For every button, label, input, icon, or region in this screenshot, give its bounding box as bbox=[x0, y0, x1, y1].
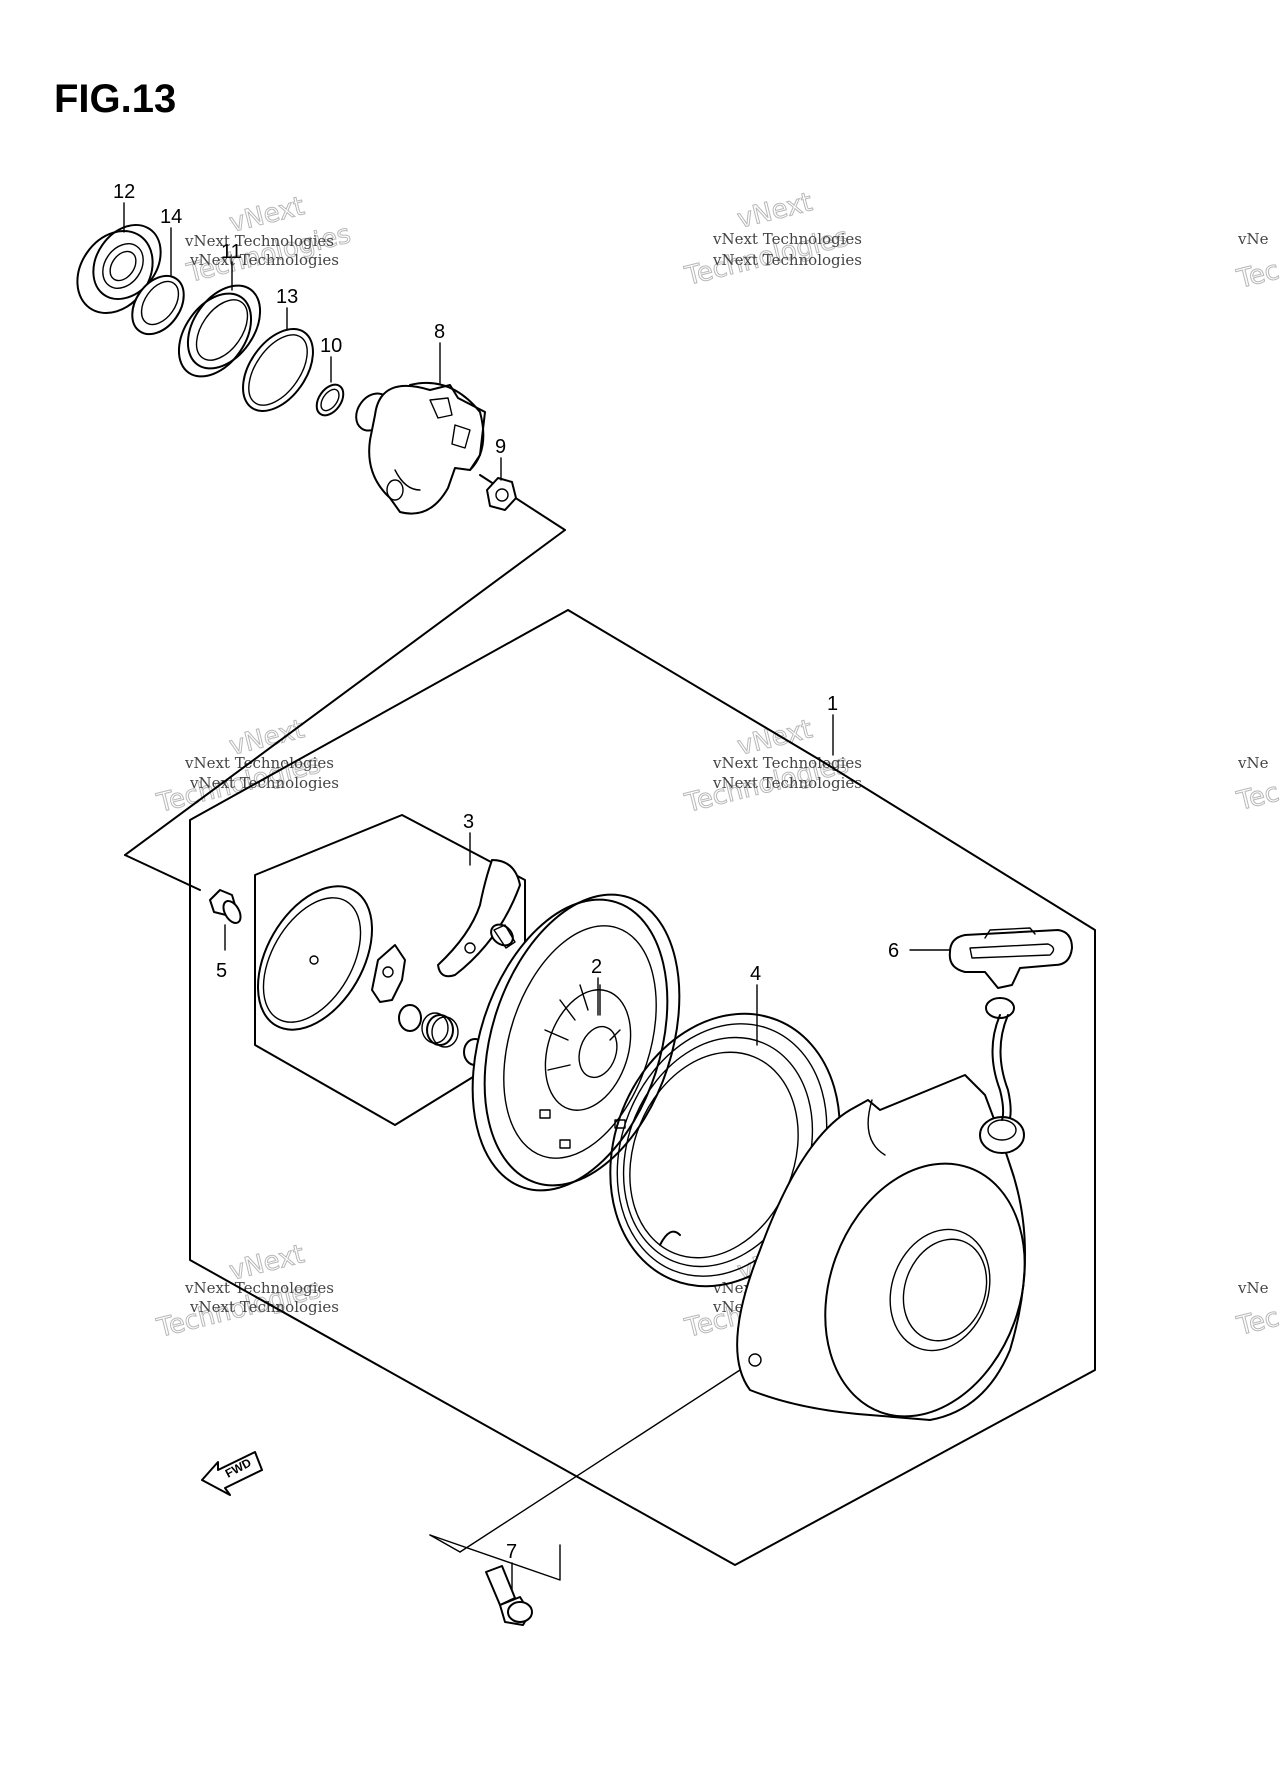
watermark: Technologies vNext vNext Technologies vN… bbox=[183, 191, 354, 290]
watermark: Technologies vNext vNext Technologies vN… bbox=[681, 714, 862, 820]
part-10-ring bbox=[315, 383, 345, 417]
watermark: Technologies vNext vNext Technologies vN… bbox=[681, 187, 862, 293]
part-1-housing bbox=[736, 1074, 1026, 1421]
part-14-washer bbox=[131, 274, 185, 336]
svg-text:vNext Technologies: vNext Technologies bbox=[712, 251, 862, 269]
part-3-pawl bbox=[437, 859, 521, 978]
callout-8: 8 bbox=[434, 321, 445, 343]
callout-2: 2 bbox=[591, 956, 602, 978]
part-11-seal bbox=[177, 284, 262, 378]
part-3-ratchet bbox=[371, 944, 406, 1003]
callout-9: 9 bbox=[495, 436, 506, 458]
part-5-bolt bbox=[209, 889, 242, 924]
svg-text:vNext Technologies: vNext Technologies bbox=[189, 251, 339, 269]
callout-14: 14 bbox=[160, 206, 182, 228]
part-3-spring-parts bbox=[398, 1004, 487, 1066]
callout-4: 4 bbox=[750, 963, 761, 985]
watermark: vNe Tec bbox=[1233, 1279, 1280, 1343]
svg-text:vNext Technologies: vNext Technologies bbox=[712, 230, 862, 248]
part-13-o-ring bbox=[242, 328, 314, 412]
svg-text:vNext Technologies: vNext Technologies bbox=[712, 774, 862, 792]
callout-3: 3 bbox=[463, 811, 474, 833]
watermark: vNe Tec bbox=[1233, 230, 1280, 296]
svg-text:Tec: Tec bbox=[1233, 1303, 1280, 1342]
callout-6: 6 bbox=[888, 940, 899, 962]
svg-text:vNext Technologies: vNext Technologies bbox=[184, 754, 334, 772]
part-3-pin bbox=[490, 923, 516, 949]
svg-text:vNext Technologies: vNext Technologies bbox=[712, 754, 862, 772]
svg-text:vNe: vNe bbox=[1237, 1279, 1269, 1297]
svg-text:vNe: vNe bbox=[1237, 754, 1269, 772]
callout-11: 11 bbox=[221, 241, 242, 263]
callout-12: 12 bbox=[113, 181, 135, 203]
leader-lines bbox=[123, 202, 951, 1591]
callout-10: 10 bbox=[320, 335, 342, 357]
main-assembly-outline bbox=[124, 474, 1096, 1566]
callout-7: 7 bbox=[506, 1541, 517, 1563]
svg-text:Tec: Tec bbox=[1233, 778, 1280, 817]
svg-text:vNext Technologies: vNext Technologies bbox=[189, 1298, 339, 1316]
part-6-handle bbox=[948, 927, 1073, 1121]
watermark: vNe Tec bbox=[1233, 754, 1280, 818]
callouts: 12 14 11 13 10 8 9 1 3 2 4 6 5 7 bbox=[113, 181, 899, 1563]
part-8-drive-cup bbox=[355, 381, 486, 515]
svg-text:vNext Technologies: vNext Technologies bbox=[184, 1279, 334, 1297]
callout-1: 1 bbox=[827, 693, 838, 715]
figure-title: FIG.13 bbox=[54, 77, 176, 121]
callout-5: 5 bbox=[216, 960, 227, 982]
svg-text:vNe: vNe bbox=[1237, 230, 1269, 248]
svg-text:vNext Technologies: vNext Technologies bbox=[184, 232, 334, 250]
svg-text:Tec: Tec bbox=[1233, 256, 1280, 295]
part-12-bearing bbox=[76, 223, 162, 314]
watermarks: Technologies vNext vNext Technologies vN… bbox=[153, 187, 1280, 1345]
part-7-bolt bbox=[485, 1565, 533, 1626]
svg-text:vNext Technologies: vNext Technologies bbox=[189, 774, 339, 792]
svg-text:vNext: vNext bbox=[734, 187, 815, 234]
callout-13: 13 bbox=[276, 286, 298, 308]
part-9-nut bbox=[486, 477, 517, 511]
part-3-plate bbox=[257, 885, 373, 1031]
fwd-arrow-icon: FWD bbox=[201, 1451, 263, 1496]
